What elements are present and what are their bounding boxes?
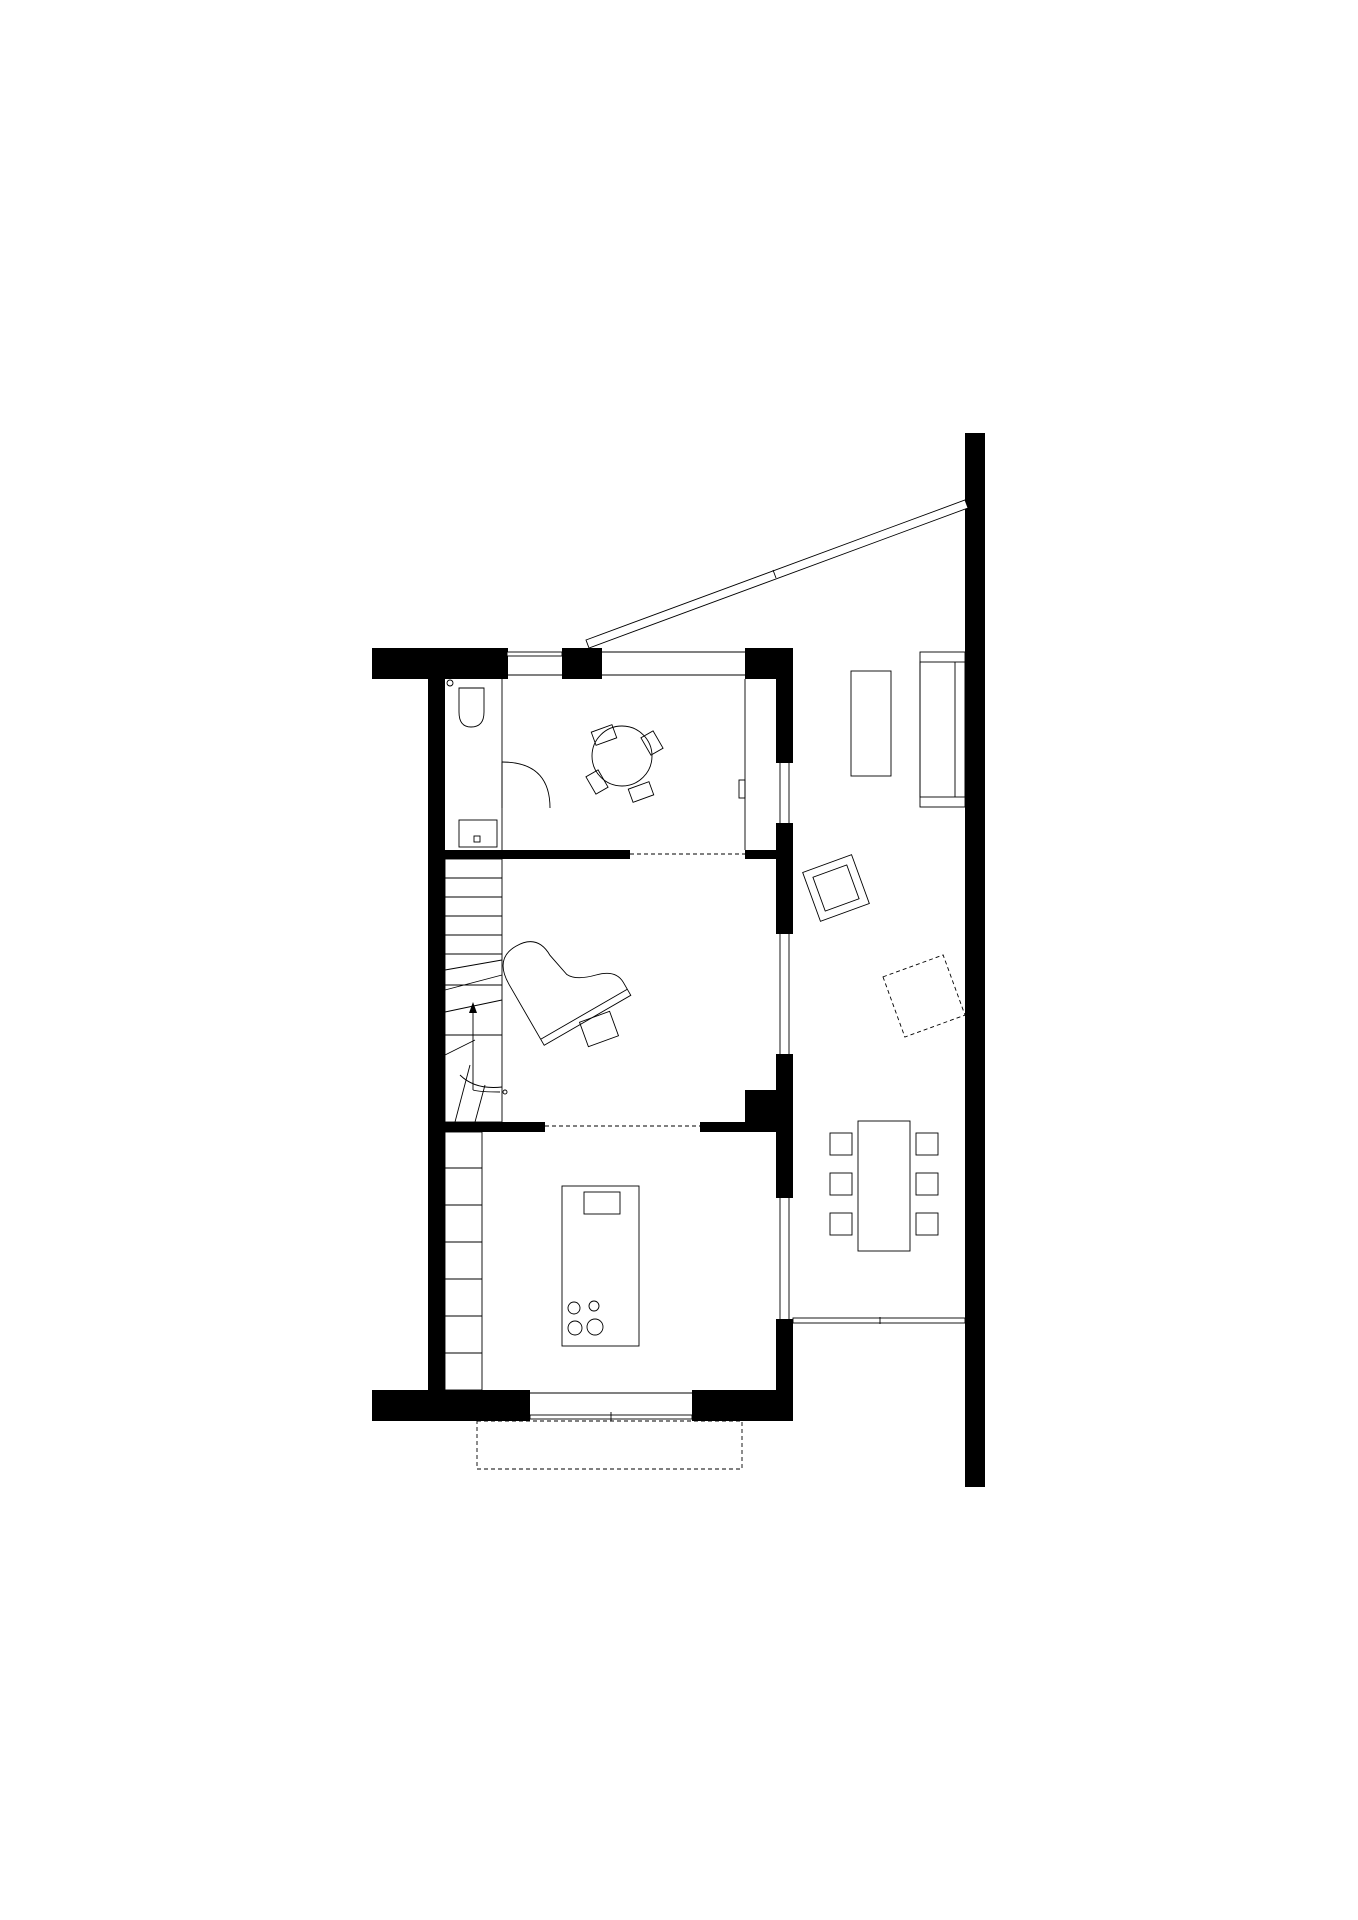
door-swing — [501, 761, 551, 809]
grand-piano — [502, 941, 632, 1046]
wc — [446, 679, 551, 850]
walls — [372, 433, 985, 1487]
kitchen — [444, 1131, 640, 1391]
hob — [567, 1300, 604, 1336]
piano-bench — [578, 1010, 620, 1048]
chairs — [829, 1132, 939, 1236]
armchair — [802, 854, 870, 922]
windows — [506, 499, 969, 1421]
dashed-lines — [476, 853, 745, 1470]
music-room — [444, 858, 632, 1123]
coffee-table — [850, 670, 892, 777]
round-table — [591, 725, 653, 787]
extension-living — [802, 651, 966, 1252]
staircase — [444, 858, 508, 1123]
rug — [882, 954, 966, 1038]
sink — [583, 1191, 621, 1215]
wash-basin — [458, 819, 498, 848]
dining-room — [585, 679, 746, 850]
sofa — [919, 651, 966, 808]
dining-table — [857, 1120, 911, 1252]
kitchen-island — [561, 1185, 640, 1347]
toilet — [458, 687, 485, 728]
